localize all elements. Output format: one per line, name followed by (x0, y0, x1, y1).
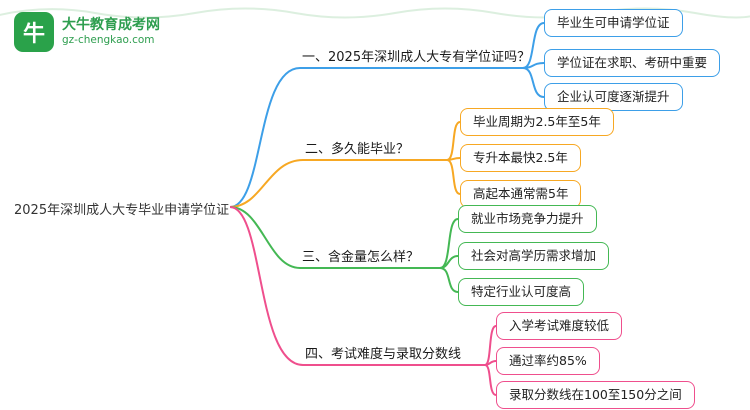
branch-label-4: 四、考试难度与录取分数线 (305, 347, 462, 362)
branch3-child3-line (439, 267, 459, 293)
leaf-node: 毕业周期为2.5年至5年 (460, 108, 614, 136)
decorative-wave-line (0, 7, 750, 19)
branch2-child3-line (446, 159, 461, 195)
branch2-line (229, 159, 447, 208)
logo-text: 大牛教育成考网 gz-chengkao.com (62, 16, 160, 48)
leaf-node: 入学考试难度较低 (496, 312, 623, 340)
leaf-node: 通过率约85% (496, 347, 600, 375)
leaf-node: 特定行业认可度高 (458, 278, 585, 306)
branch-label-3: 三、含金量怎么样？ (302, 250, 420, 265)
logo-title: 大牛教育成考网 (62, 17, 160, 34)
branch-label-1: 一、2025年深圳成人大专有学位证吗？ (302, 50, 531, 65)
root-node: 2025年深圳成人大专毕业申请学位证 (14, 203, 230, 218)
bull-logo-icon: 牛 (14, 12, 54, 52)
site-logo[interactable]: 牛 大牛教育成考网 gz-chengkao.com (14, 12, 160, 52)
leaf-node: 企业认可度逐渐提升 (544, 83, 683, 111)
logo-url: gz-chengkao.com (62, 34, 155, 47)
branch3-line (229, 206, 440, 269)
branch4-line (229, 206, 485, 366)
leaf-node: 高起本通常需5年 (460, 180, 582, 208)
branch2-child1-line (446, 121, 461, 161)
leaf-node: 学位证在求职、考研中重要 (544, 49, 721, 77)
branch1-child3-line (522, 67, 545, 98)
branch1-child1-line (522, 22, 545, 69)
leaf-node: 录取分数线在100至150分之间 (496, 381, 695, 409)
branch-label-2: 二、多久能毕业？ (305, 142, 410, 157)
leaf-node: 就业市场竞争力提升 (458, 205, 597, 233)
branch4-child1-line (484, 325, 497, 366)
leaf-node: 社会对高学历需求增加 (458, 242, 610, 270)
leaf-node: 毕业生可申请学位证 (544, 9, 683, 37)
leaf-node: 专升本最快2.5年 (460, 144, 581, 172)
branch1-line (229, 67, 523, 208)
branch4-child3-line (484, 364, 497, 396)
